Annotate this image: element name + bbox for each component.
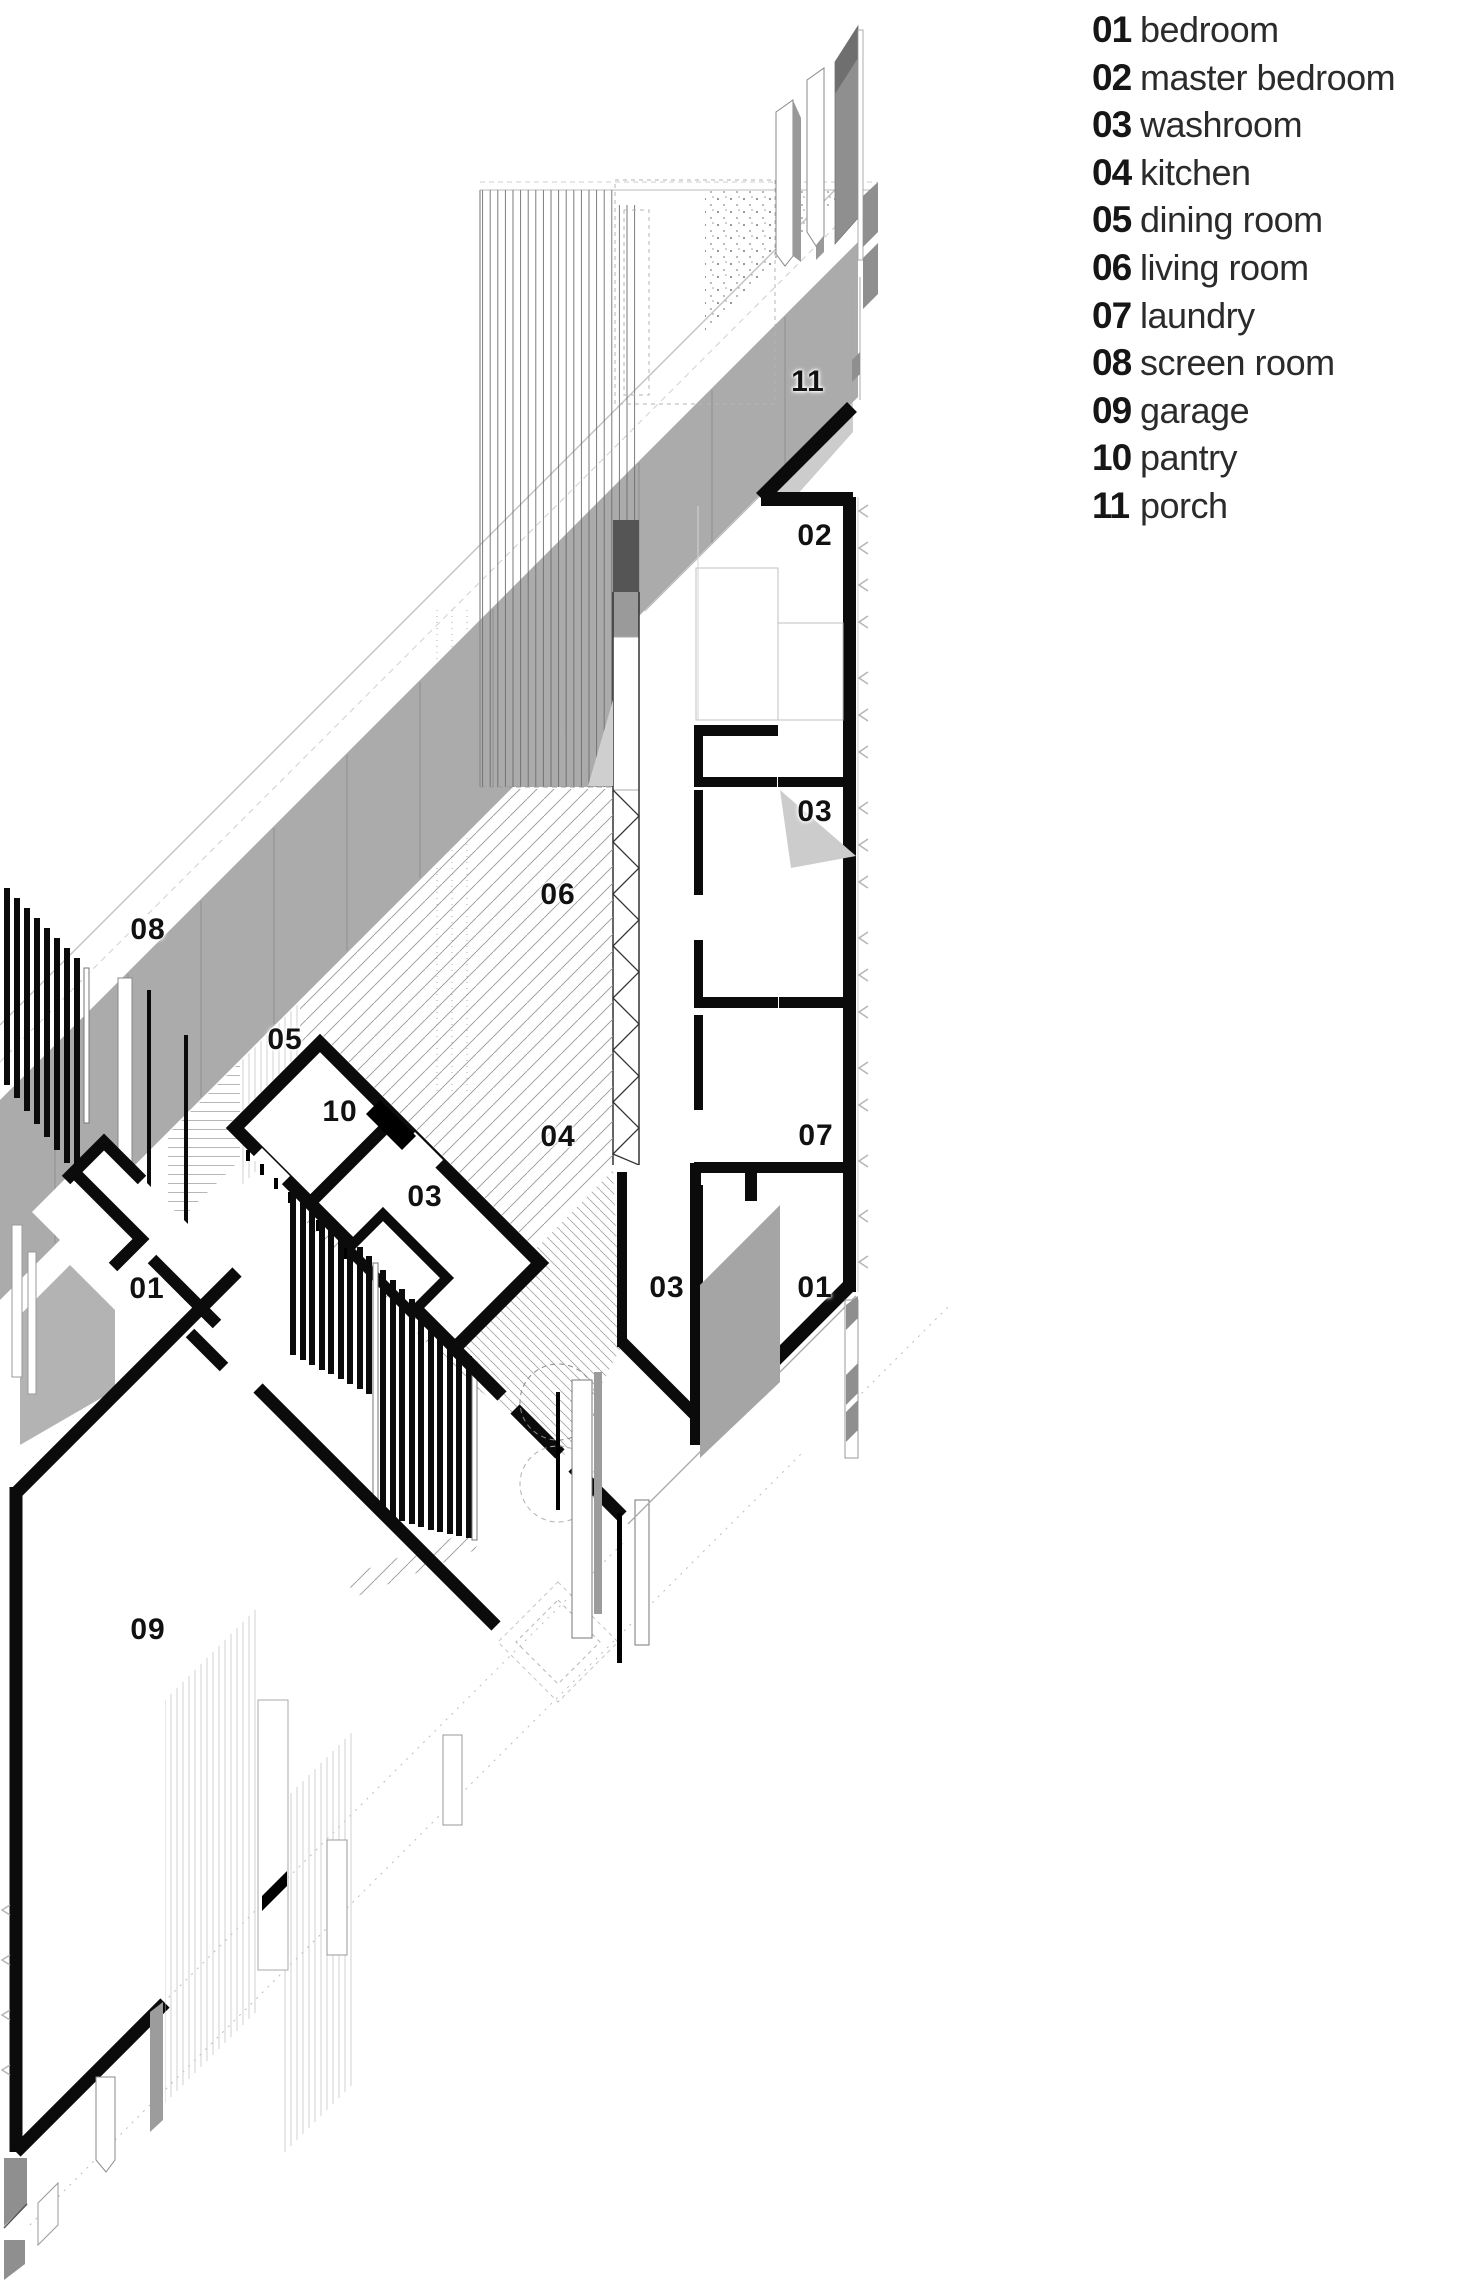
legend-label: washroom: [1140, 104, 1303, 146]
screen-hatch-band: [436, 179, 776, 1095]
legend-item-garage: 09 garage: [1092, 387, 1395, 435]
room-label-laundry: 07: [798, 1119, 834, 1152]
legend-number: 03: [1092, 104, 1132, 146]
room-label-pantry: 10: [322, 1095, 358, 1128]
roof-fins: [775, 24, 878, 407]
screen-room-bars: [4, 888, 188, 1300]
survey-chevrons: [857, 504, 869, 1269]
room-legend: 01 bedroom 02 master bedroom 03 washroom…: [1092, 6, 1396, 530]
legend-label: laundry: [1140, 294, 1255, 336]
legend-item-porch: 11 porch: [1092, 482, 1395, 530]
room-label-washroom-center: 03: [407, 1180, 443, 1213]
legend-label: living room: [1140, 246, 1309, 288]
legend-number: 01: [1092, 9, 1132, 50]
legend-label: garage: [1140, 389, 1250, 431]
legend-number: 10: [1092, 437, 1132, 479]
room-label-living-room: 06: [540, 878, 576, 911]
room-label-porch: 11: [791, 365, 825, 398]
legend-label: kitchen: [1140, 151, 1251, 193]
legend-number: 09: [1092, 389, 1132, 431]
left-wing: [0, 1133, 501, 2280]
legend-number: 07: [1092, 294, 1132, 336]
legend-number: 05: [1092, 199, 1132, 241]
garage-interior: [37, 1607, 463, 2247]
legend-item-laundry: 07 laundry: [1092, 292, 1395, 340]
room-label-screen-room: 08: [130, 913, 166, 946]
right-wing-walls: [627, 402, 869, 1525]
legend-label: pantry: [1140, 437, 1238, 479]
room-label-washroom-bottom: 03: [649, 1271, 685, 1304]
central-service-block: [225, 1033, 550, 1358]
legend-label: master bedroom: [1140, 56, 1396, 98]
room-label-dining-room: 05: [267, 1023, 303, 1056]
room-label-bedroom-right: 01: [797, 1271, 833, 1304]
room-label-washroom-right: 03: [797, 795, 833, 828]
room-label-bedroom-left: 01: [129, 1272, 165, 1305]
room-label-kitchen: 04: [540, 1120, 576, 1153]
legend-item-pantry: 10 pantry: [1092, 434, 1395, 482]
legend-label: bedroom: [1140, 9, 1279, 50]
legend-item-kitchen: 04 kitchen: [1092, 149, 1395, 197]
legend-item-screen-room: 08 screen room: [1092, 339, 1395, 387]
legend-number: 06: [1092, 246, 1132, 288]
legend-item-dining-room: 05 dining room: [1092, 196, 1395, 244]
legend-number: 08: [1092, 342, 1132, 384]
room-label-garage: 09: [130, 1613, 166, 1646]
legend-item-living-room: 06 living room: [1092, 244, 1395, 292]
legend-number: 11: [1092, 484, 1130, 526]
legend-number: 04: [1092, 151, 1132, 193]
louver-bars: [290, 1180, 478, 1541]
legend-item-washroom: 03 washroom: [1092, 101, 1395, 149]
legend-label: screen room: [1140, 342, 1335, 384]
legend-item-bedroom: 01 bedroom: [1092, 6, 1395, 54]
legend-number: 02: [1092, 56, 1132, 98]
legend-item-master-bedroom: 02 master bedroom: [1092, 54, 1396, 102]
legend-label: porch: [1140, 484, 1228, 526]
legend-label: dining room: [1140, 199, 1323, 241]
room-label-master-bedroom: 02: [797, 519, 833, 552]
truss-band: [588, 520, 640, 1166]
